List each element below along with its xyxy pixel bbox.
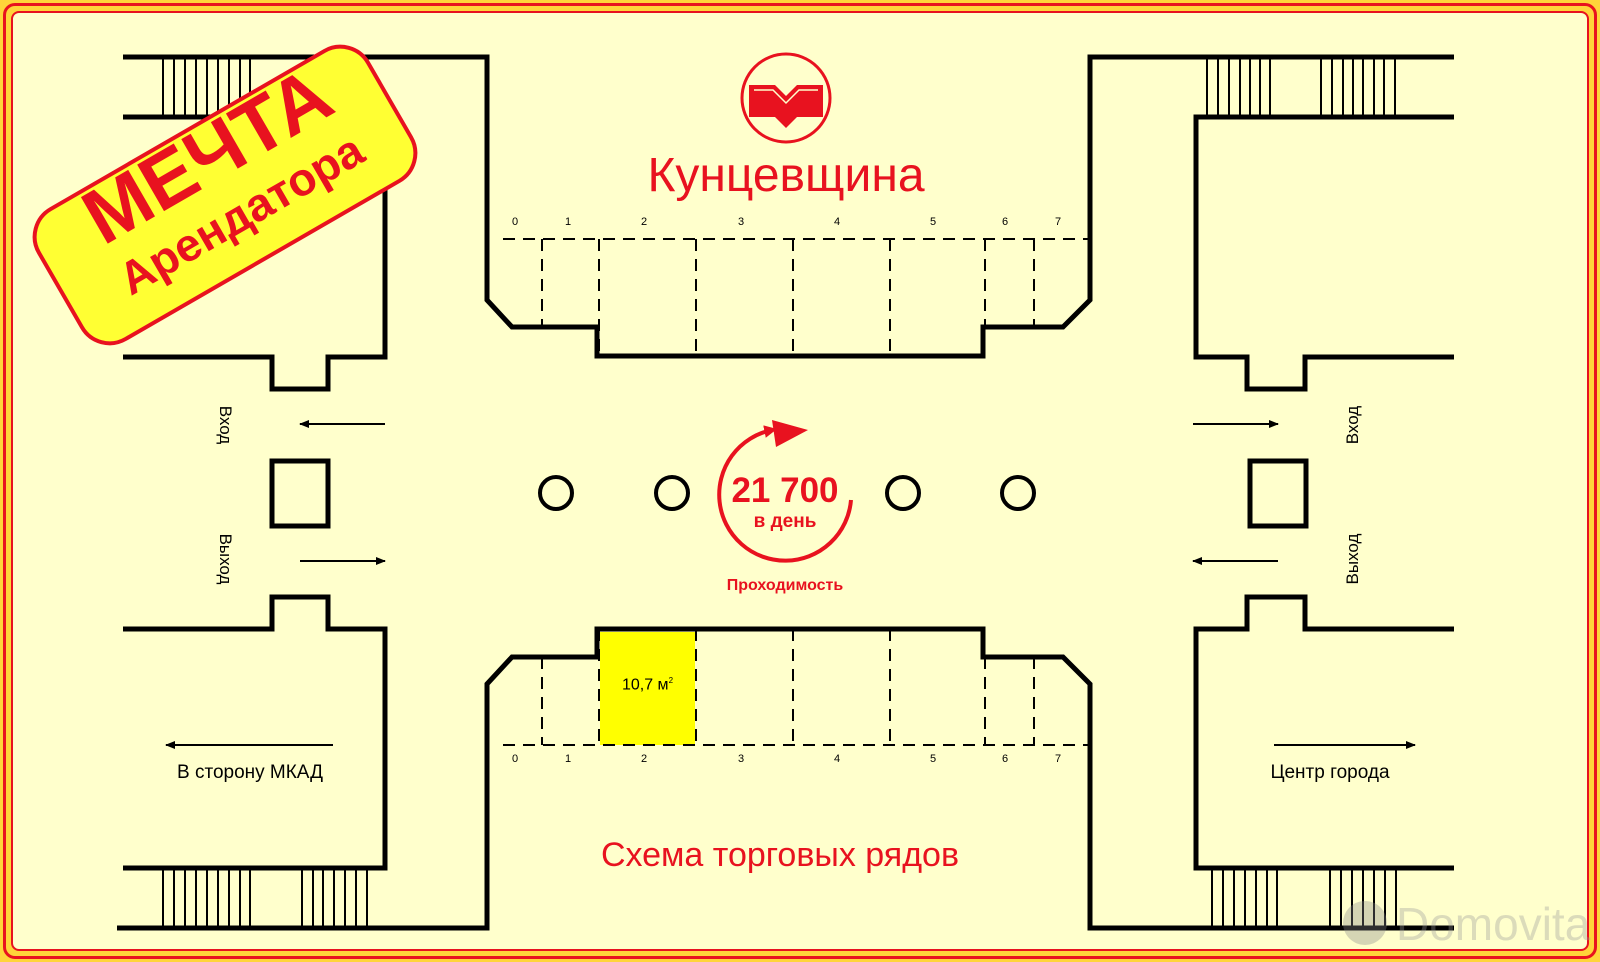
stairs-top-right	[1206, 57, 1396, 117]
stall-grid	[503, 238, 1090, 746]
area-value: 10,7 м	[621, 676, 669, 694]
highlighted-stall-area[interactable]: 10,7 м2	[600, 676, 695, 694]
stairs-bottom-right	[1211, 868, 1397, 928]
flow-arrows	[165, 420, 1416, 749]
stall-number: 4	[834, 216, 841, 228]
columns	[538, 475, 1036, 511]
stall-number: 2	[641, 753, 648, 765]
top-stall-numbers: 0 1 2 3 4 5 6 7	[0, 216, 1600, 232]
stall-number: 3	[738, 753, 745, 765]
stall-number: 7	[1055, 753, 1062, 765]
traffic-value: 21 700	[731, 471, 839, 510]
stall-number: 1	[565, 216, 572, 228]
direction-center-label: Центр города	[1270, 762, 1390, 783]
stall-number: 7	[1055, 216, 1062, 228]
watermark: Domovita	[1343, 898, 1591, 950]
traffic-counter: 21 700 в день	[715, 472, 855, 534]
promo-badge	[32, 44, 418, 346]
stall-number: 0	[512, 216, 519, 228]
stall-number: 2	[641, 216, 648, 228]
direction-mkad-label: В сторону МКАД	[177, 762, 323, 783]
left-exit-label: Выход	[216, 533, 235, 585]
metro-m-logo-icon	[740, 52, 832, 144]
stairs	[162, 57, 1397, 928]
left-entry-label: Вход	[216, 405, 235, 445]
traffic-unit: в день	[753, 511, 817, 532]
stall-number: 0	[512, 753, 519, 765]
traffic-caption: Проходимость	[726, 577, 844, 594]
station-name: Кунцевщина	[647, 149, 925, 202]
stall-number: 1	[565, 753, 572, 765]
stall-number: 5	[930, 753, 937, 765]
stall-number: 5	[930, 216, 937, 228]
stall-number: 6	[1002, 753, 1009, 765]
svg-text:Domovita: Domovita	[1396, 898, 1591, 950]
stairs-bottom-left	[162, 868, 368, 928]
area-unit-sup: 2	[668, 676, 674, 685]
stall-number: 4	[834, 753, 841, 765]
stall-number: 3	[738, 216, 745, 228]
right-entry-label: Вход	[1343, 405, 1362, 445]
stall-bottom-2-highlight[interactable]	[600, 632, 695, 745]
right-exit-label: Выход	[1343, 533, 1362, 585]
plan-title: Схема торговых рядов	[600, 836, 960, 874]
bottom-stall-numbers: 0 1 2 3 4 5 6 7	[0, 753, 1600, 769]
traffic-cycle-arrow-icon	[717, 425, 853, 563]
stall-number: 6	[1002, 216, 1009, 228]
traffic-arrowhead-icon	[772, 420, 808, 447]
